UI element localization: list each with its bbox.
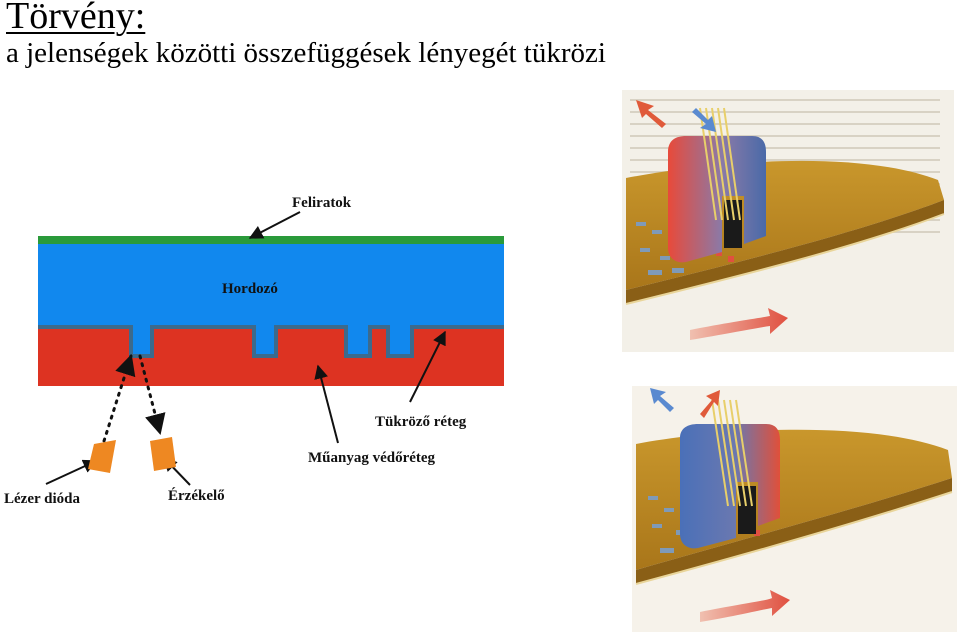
magnetic-head-illustration-top — [622, 90, 954, 352]
label-lezer-dioda: Lézer dióda — [4, 491, 80, 507]
label-layer — [38, 236, 504, 244]
pit — [390, 324, 410, 354]
laser-diode — [88, 440, 116, 473]
magnetic-head-illustration-bottom — [632, 386, 957, 632]
pit — [133, 324, 150, 354]
label-muanyag-vedoreteg: Műanyag védőréteg — [308, 450, 436, 466]
label-hordozo: Hordozó — [222, 281, 278, 297]
label-feliratok: Feliratok — [292, 195, 352, 211]
pit — [256, 324, 274, 354]
pit — [348, 324, 368, 354]
arrow-lezer-dioda — [46, 461, 96, 484]
label-erzekelo: Érzékelő — [168, 487, 225, 504]
label-tukrozo-reteg: Tükröző réteg — [375, 414, 467, 430]
sensor — [150, 437, 176, 471]
arrow-feliratok — [250, 212, 300, 238]
cd-cross-section — [38, 236, 504, 386]
